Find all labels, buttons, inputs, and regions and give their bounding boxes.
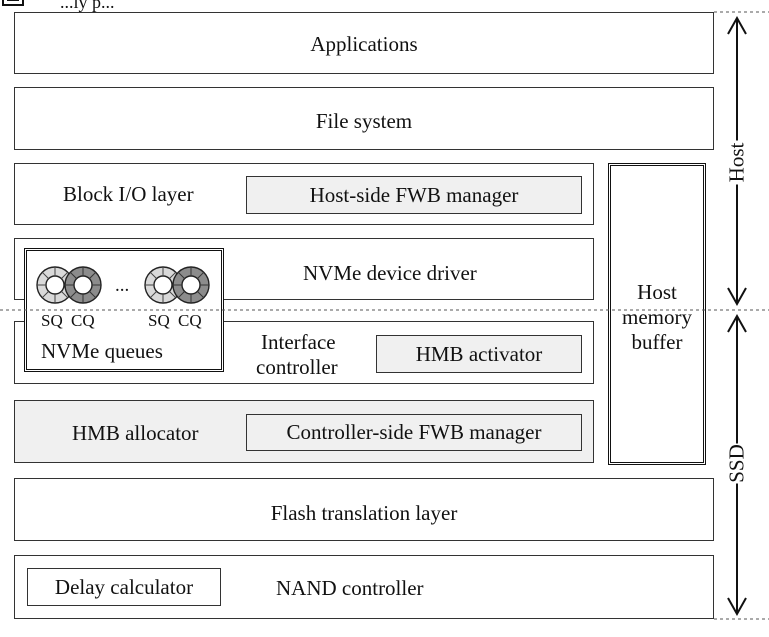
file-system-label: File system [315,109,413,133]
sq-label-2: SQ [148,311,170,330]
cq-label-1: CQ [71,311,95,330]
nvme-queues-box: ... SQ CQ SQ CQ NVMe queues [24,248,224,372]
interface-controller-line2: controller [256,355,338,379]
host-memory-buffer: Host memory buffer [608,163,706,465]
applications-label: Applications [310,32,418,56]
hmb-line2: memory [622,305,692,329]
hmb-allocator-layer: HMB allocator Controller-side FWB manage… [14,400,594,463]
delay-calculator: Delay calculator [27,568,221,606]
interface-controller-line1: Interface [261,330,336,354]
block-io-layer: Block I/O layer Host-side FWB manager [14,163,594,225]
ftl-label: Flash translation layer [270,501,458,525]
nand-controller-label: NAND controller [276,576,424,600]
hmb-activator: HMB activator [376,335,582,373]
hmb-line3: buffer [631,330,683,354]
nand-controller-layer: Delay calculator NAND controller [14,555,714,619]
host-side-label: Host [724,140,750,185]
queue-ellipsis: ... [115,275,130,296]
controller-fwb-manager: Controller-side FWB manager [246,414,582,451]
hmb-allocator-label: HMB allocator [72,421,199,445]
nvme-driver-label: NVMe device driver [303,261,477,285]
sq-label-1: SQ [41,311,63,330]
hmb-line1: Host [637,280,677,304]
ssd-side-label: SSD [724,443,750,484]
file-system-layer: File system [14,87,714,150]
cq-label-2: CQ [178,311,202,330]
legend-icon [2,0,24,6]
legend-text: ...ly p... [60,0,115,12]
applications-layer: Applications [14,12,714,74]
block-io-label: Block I/O layer [63,182,194,206]
ftl-layer: Flash translation layer [14,478,714,541]
nvme-queues-label: NVMe queues [41,339,163,363]
host-fwb-manager: Host-side FWB manager [246,176,582,214]
